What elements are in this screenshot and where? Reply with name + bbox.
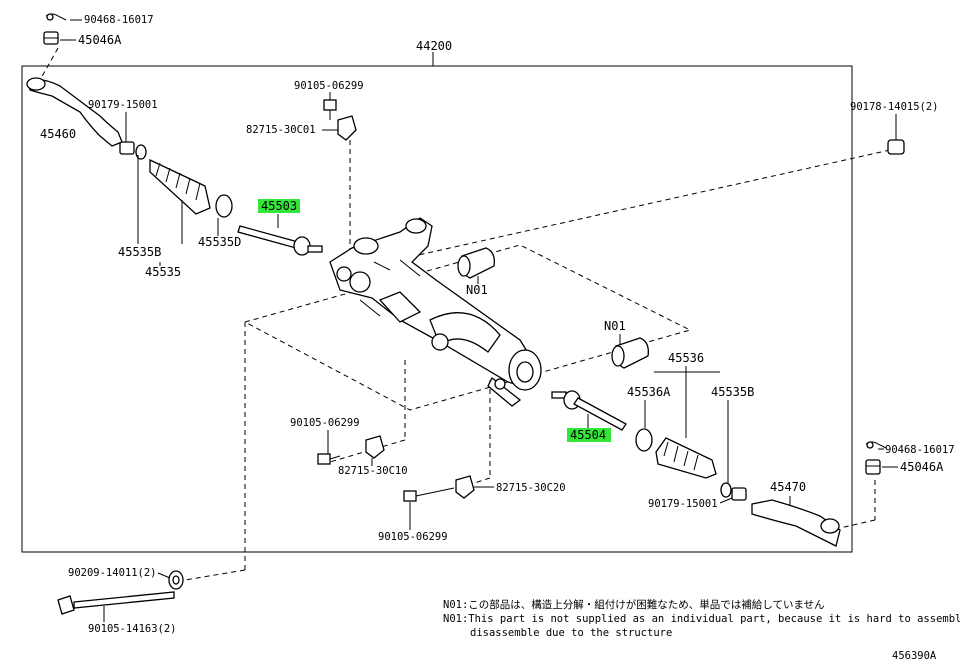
label-45535d: 45535D — [198, 235, 241, 249]
steering-gear-housing — [329, 217, 542, 407]
label-90209: 90209-14011(2) — [68, 567, 157, 579]
label-45460: 45460 — [40, 127, 76, 141]
label-90179-top: 90179-15001 — [88, 99, 158, 111]
bolt-top — [323, 99, 337, 120]
highlight-45504 — [567, 428, 611, 442]
note-japanese: N01:この部品は、構造上分解・組付けが困難なため、単品では補給していません — [443, 598, 825, 611]
label-45536a: 45536A — [627, 385, 671, 399]
label-45535b-left: 45535B — [118, 245, 161, 259]
bolt-bottom — [403, 487, 455, 502]
mount-bushing-b — [611, 337, 649, 369]
label-90179-bottom: 90179-15001 — [648, 498, 718, 510]
label-45504: 45504 — [570, 428, 606, 442]
cotter-pin-top — [45, 13, 67, 21]
highlight-45503 — [258, 199, 300, 213]
rack-boot-left — [149, 158, 211, 215]
castle-nut-right — [865, 459, 881, 475]
washer-bottom — [168, 570, 184, 590]
label-90105-14163: 90105-14163(2) — [88, 623, 177, 635]
label-90178: 90178-14015(2) — [850, 101, 939, 113]
lock-nut-left — [119, 141, 135, 155]
lock-nut-right — [731, 487, 747, 501]
bracket-30c10 — [365, 435, 385, 459]
assembly-frame — [21, 65, 853, 553]
tie-rod-end-left — [26, 77, 123, 147]
inner-tie-rod-left — [237, 225, 323, 256]
label-45535: 45535 — [145, 265, 181, 279]
label-45535b-right: 45535B — [711, 385, 754, 399]
label-45503: 45503 — [261, 199, 297, 213]
label-n01-a: N01 — [466, 283, 488, 297]
label-82715-30c20: 82715-30C20 — [496, 482, 566, 494]
boot-clamp-large-left — [215, 194, 233, 218]
diagram-id: 456390A — [892, 650, 937, 662]
inner-tie-rod-right — [551, 390, 627, 431]
boot-clamp-small-right — [720, 482, 732, 498]
label-90105-top: 90105-06299 — [294, 80, 364, 92]
label-45536: 45536 — [668, 351, 704, 365]
long-bolt — [57, 591, 175, 615]
label-90105-mid: 90105-06299 — [290, 417, 360, 429]
label-82715-30c10: 82715-30C10 — [338, 465, 408, 477]
label-45470: 45470 — [770, 480, 806, 494]
boot-clamp-large-right — [635, 428, 653, 452]
label-n01-b: N01 — [604, 319, 626, 333]
note-english-1: N01:This part is not supplied as an indi… — [443, 613, 960, 625]
bracket-30c20 — [455, 475, 475, 499]
label-45046a-top: 45046A — [78, 33, 122, 47]
mount-nut-right — [887, 139, 905, 155]
label-45046a-right: 45046A — [900, 460, 944, 474]
mount-bushing-a — [457, 247, 495, 279]
note-english-2: disassemble due to the structure — [470, 627, 672, 639]
label-90468-right: 90468-16017 — [885, 444, 955, 456]
label-90105-bottom: 90105-06299 — [378, 531, 448, 543]
cotter-pin-right — [865, 441, 887, 449]
bolt-mid — [317, 453, 341, 465]
castle-nut-top — [43, 31, 59, 45]
rack-boot-right — [655, 437, 717, 479]
label-82715-30c01: 82715-30C01 — [246, 124, 316, 136]
bracket-30c01 — [337, 115, 357, 141]
assembly-number: 44200 — [416, 39, 452, 53]
label-90468-top: 90468-16017 — [84, 14, 154, 26]
tie-rod-end-right — [751, 499, 841, 547]
